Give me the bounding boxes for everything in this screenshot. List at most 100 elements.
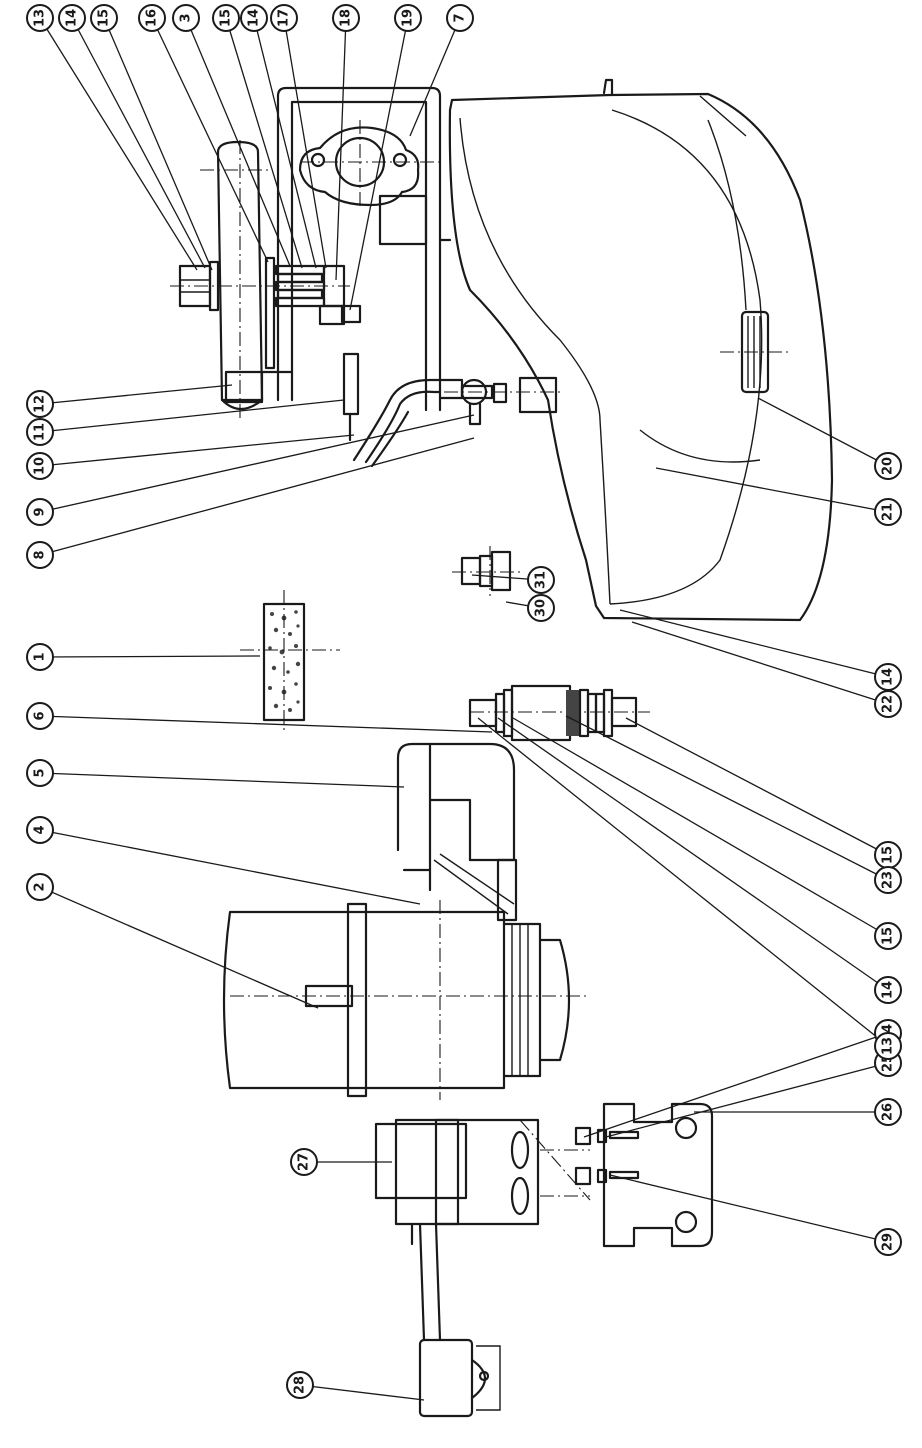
leader-c25 [605, 1062, 889, 1138]
callout-c16: 16 [138, 4, 166, 32]
callout-number: 19 [401, 9, 416, 27]
callout-number: 16 [145, 9, 160, 27]
leader-c1 [39, 655, 261, 658]
callout-number: 14 [65, 9, 80, 27]
callout-c13a: 13 [26, 4, 54, 32]
callout-c6: 6 [26, 702, 54, 730]
callout-number: 7 [453, 13, 468, 22]
callout-c17: 17 [270, 4, 298, 32]
stud-assembly [468, 684, 650, 742]
callout-c30: 30 [527, 594, 555, 622]
leader-c19 [349, 17, 409, 311]
leader-c18 [335, 17, 347, 281]
callout-c9: 9 [26, 498, 54, 526]
leader-c5 [39, 772, 405, 788]
callout-c29: 29 [874, 1228, 902, 1256]
callout-c1: 1 [26, 643, 54, 671]
callout-number: 18 [339, 9, 354, 27]
leader-c9 [39, 414, 475, 513]
leader-c29 [609, 1174, 889, 1243]
leader-lines [39, 17, 889, 1401]
leader-c13b [477, 717, 889, 1047]
callout-number: 15 [219, 9, 234, 27]
drain-plug [720, 310, 788, 394]
filter-element [240, 590, 340, 734]
leader-c21 [655, 467, 889, 513]
callout-number: 22 [881, 695, 896, 713]
main-housing [448, 78, 834, 622]
mains-plug [418, 1338, 501, 1418]
leader-c10 [39, 434, 355, 467]
callout-number: 8 [33, 550, 48, 559]
callout-c19: 19 [394, 4, 422, 32]
callout-number: 11 [33, 423, 48, 441]
leader-c15d [512, 717, 889, 937]
elbow-duct [396, 742, 518, 922]
callout-c7: 7 [446, 4, 474, 32]
callout-c21: 21 [874, 498, 902, 526]
callout-c15d: 15 [874, 922, 902, 950]
leader-c11 [39, 399, 345, 433]
callout-number: 17 [277, 9, 292, 27]
leader-c23 [565, 715, 889, 881]
leader-c16 [151, 17, 269, 263]
mounting-plate [574, 1102, 714, 1248]
small-bolt [452, 546, 520, 596]
fan-motor [222, 900, 590, 1100]
callout-c23: 23 [874, 866, 902, 894]
callout-number: 5 [33, 768, 48, 777]
callout-c10: 10 [26, 452, 54, 480]
callout-c8: 8 [26, 541, 54, 569]
callout-c15c: 15 [874, 841, 902, 869]
callout-c13b: 13 [874, 1032, 902, 1060]
callout-number: 15 [881, 846, 896, 864]
leader-c6 [39, 715, 493, 733]
callout-number: 15 [97, 9, 112, 27]
callout-number: 29 [881, 1233, 896, 1251]
leader-c22 [631, 621, 889, 705]
callout-c11: 11 [26, 418, 54, 446]
callout-number: 12 [33, 395, 48, 413]
callout-c3: 3 [172, 4, 200, 32]
callout-number: 10 [33, 457, 48, 475]
leader-c8 [39, 437, 475, 556]
leader-c12 [39, 384, 233, 405]
callout-c4: 4 [26, 816, 54, 844]
callout-number: 30 [534, 599, 549, 617]
callout-number: 9 [33, 507, 48, 516]
leader-c7 [409, 17, 461, 137]
callout-number: 28 [293, 1376, 308, 1394]
callout-number: 26 [881, 1103, 896, 1121]
leader-c20 [757, 397, 889, 467]
callout-number: 13 [881, 1037, 896, 1055]
callout-c27: 27 [290, 1148, 318, 1176]
callout-c14d: 14 [874, 976, 902, 1004]
electrode-assembly [170, 140, 362, 420]
callout-c15a: 15 [90, 4, 118, 32]
callout-c31: 31 [527, 566, 555, 594]
callout-c28: 28 [286, 1371, 314, 1399]
callout-c12: 12 [26, 390, 54, 418]
callout-c22: 22 [874, 690, 902, 718]
callout-number: 31 [534, 571, 549, 589]
callout-c14c: 14 [874, 663, 902, 691]
callout-c14b: 14 [240, 4, 268, 32]
leader-c17 [283, 17, 327, 269]
leader-c28 [299, 1384, 425, 1401]
callout-c5: 5 [26, 759, 54, 787]
callout-number: 3 [179, 13, 194, 22]
callout-c20: 20 [874, 452, 902, 480]
leader-c3 [185, 17, 291, 267]
hose-valve [342, 352, 560, 468]
callout-number: 2 [33, 882, 48, 891]
leader-c14a [71, 17, 206, 269]
leader-c13a [39, 17, 198, 271]
leader-c15c [625, 717, 889, 856]
callout-number: 4 [33, 825, 48, 834]
callout-number: 1 [33, 652, 48, 661]
bracket-frame [276, 86, 452, 412]
callout-c2: 2 [26, 873, 54, 901]
callout-number: 15 [881, 927, 896, 945]
callout-number: 14 [247, 9, 262, 27]
